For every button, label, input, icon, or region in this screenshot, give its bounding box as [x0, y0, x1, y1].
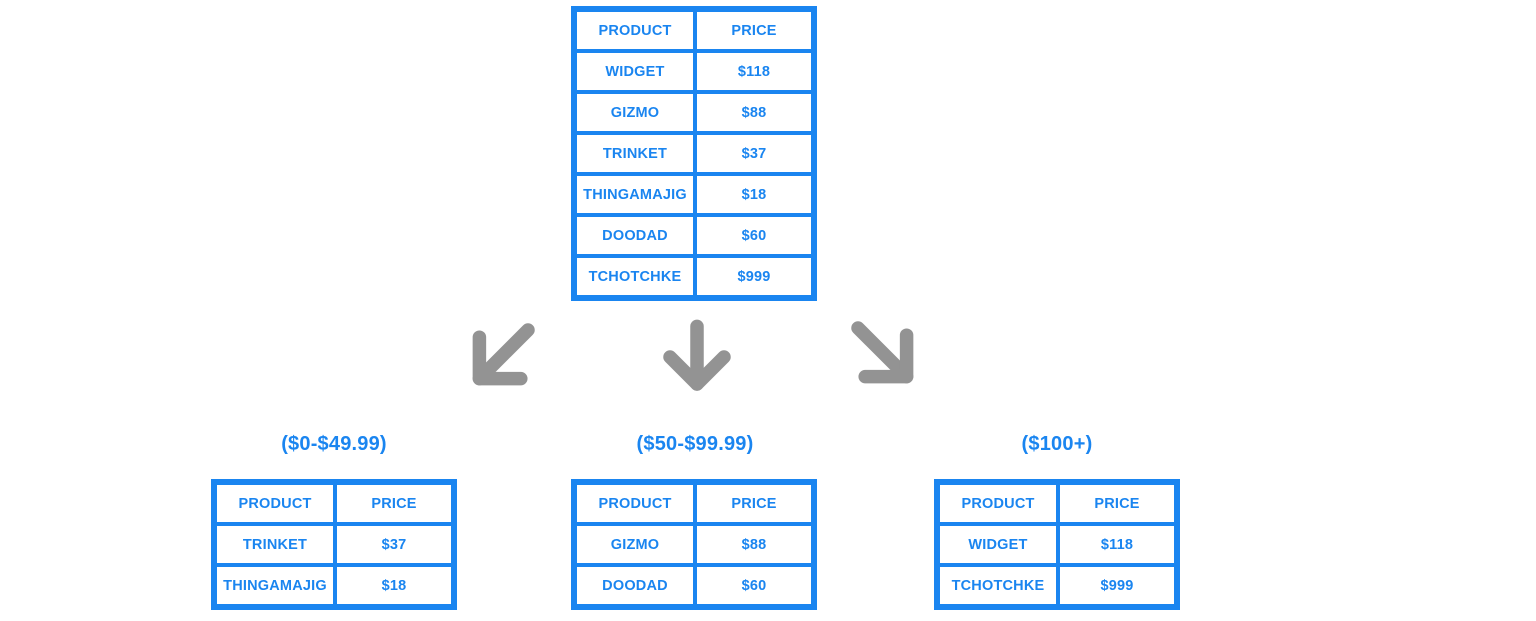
column-header-product: PRODUCT	[575, 483, 695, 524]
table-header-row: PRODUCT PRICE	[938, 483, 1176, 524]
cell-price: $18	[695, 174, 813, 215]
cell-price: $18	[335, 565, 453, 606]
cell-product: WIDGET	[938, 524, 1058, 565]
table-row: GIZMO $88	[575, 92, 813, 133]
column-header-price: PRICE	[1058, 483, 1176, 524]
bucket-table-high: PRODUCT PRICE WIDGET $118 TCHOTCHKE $999	[934, 479, 1180, 610]
cell-product: DOODAD	[575, 565, 695, 606]
table-row: DOODAD $60	[575, 215, 813, 256]
cell-price: $999	[1058, 565, 1176, 606]
table-row: TCHOTCHKE $999	[938, 565, 1176, 606]
cell-product: THINGAMAJIG	[215, 565, 335, 606]
cell-price: $37	[695, 133, 813, 174]
cell-product: TCHOTCHKE	[938, 565, 1058, 606]
cell-price: $118	[1058, 524, 1176, 565]
table-row: TRINKET $37	[575, 133, 813, 174]
cell-product: WIDGET	[575, 51, 695, 92]
cell-price: $37	[335, 524, 453, 565]
column-header-product: PRODUCT	[938, 483, 1058, 524]
table-row: TCHOTCHKE $999	[575, 256, 813, 297]
cell-price: $118	[695, 51, 813, 92]
table-row: DOODAD $60	[575, 565, 813, 606]
cell-product: GIZMO	[575, 524, 695, 565]
bucket-table-mid: PRODUCT PRICE GIZMO $88 DOODAD $60	[571, 479, 817, 610]
table-row: THINGAMAJIG $18	[215, 565, 453, 606]
cell-price: $60	[695, 215, 813, 256]
table-row: WIDGET $118	[938, 524, 1176, 565]
bucket-label-high: ($100+)	[1021, 433, 1093, 455]
column-header-product: PRODUCT	[575, 10, 695, 51]
cell-product: THINGAMAJIG	[575, 174, 695, 215]
arrow-down-icon	[652, 312, 742, 402]
table-header-row: PRODUCT PRICE	[215, 483, 453, 524]
cell-price: $60	[695, 565, 813, 606]
cell-product: TRINKET	[575, 133, 695, 174]
cell-product: DOODAD	[575, 215, 695, 256]
cell-price: $88	[695, 524, 813, 565]
bucket-table-low: PRODUCT PRICE TRINKET $37 THINGAMAJIG $1…	[211, 479, 457, 610]
source-product-price-table: PRODUCT PRICE WIDGET $118 GIZMO $88 TRIN…	[571, 6, 817, 301]
cell-price: $999	[695, 256, 813, 297]
column-header-price: PRICE	[695, 483, 813, 524]
table-header-row: PRODUCT PRICE	[575, 483, 813, 524]
table-row: WIDGET $118	[575, 51, 813, 92]
column-header-price: PRICE	[695, 10, 813, 51]
table-row: TRINKET $37	[215, 524, 453, 565]
column-header-price: PRICE	[335, 483, 453, 524]
arrow-down-left-icon	[456, 312, 546, 402]
cell-price: $88	[695, 92, 813, 133]
arrow-down-right-icon	[840, 310, 930, 400]
cell-product: TCHOTCHKE	[575, 256, 695, 297]
column-header-product: PRODUCT	[215, 483, 335, 524]
bucket-label-mid: ($50-$99.99)	[636, 433, 754, 455]
table-header-row: PRODUCT PRICE	[575, 10, 813, 51]
table-row: GIZMO $88	[575, 524, 813, 565]
bucket-label-low: ($0-$49.99)	[281, 433, 387, 455]
cell-product: TRINKET	[215, 524, 335, 565]
table-row: THINGAMAJIG $18	[575, 174, 813, 215]
cell-product: GIZMO	[575, 92, 695, 133]
